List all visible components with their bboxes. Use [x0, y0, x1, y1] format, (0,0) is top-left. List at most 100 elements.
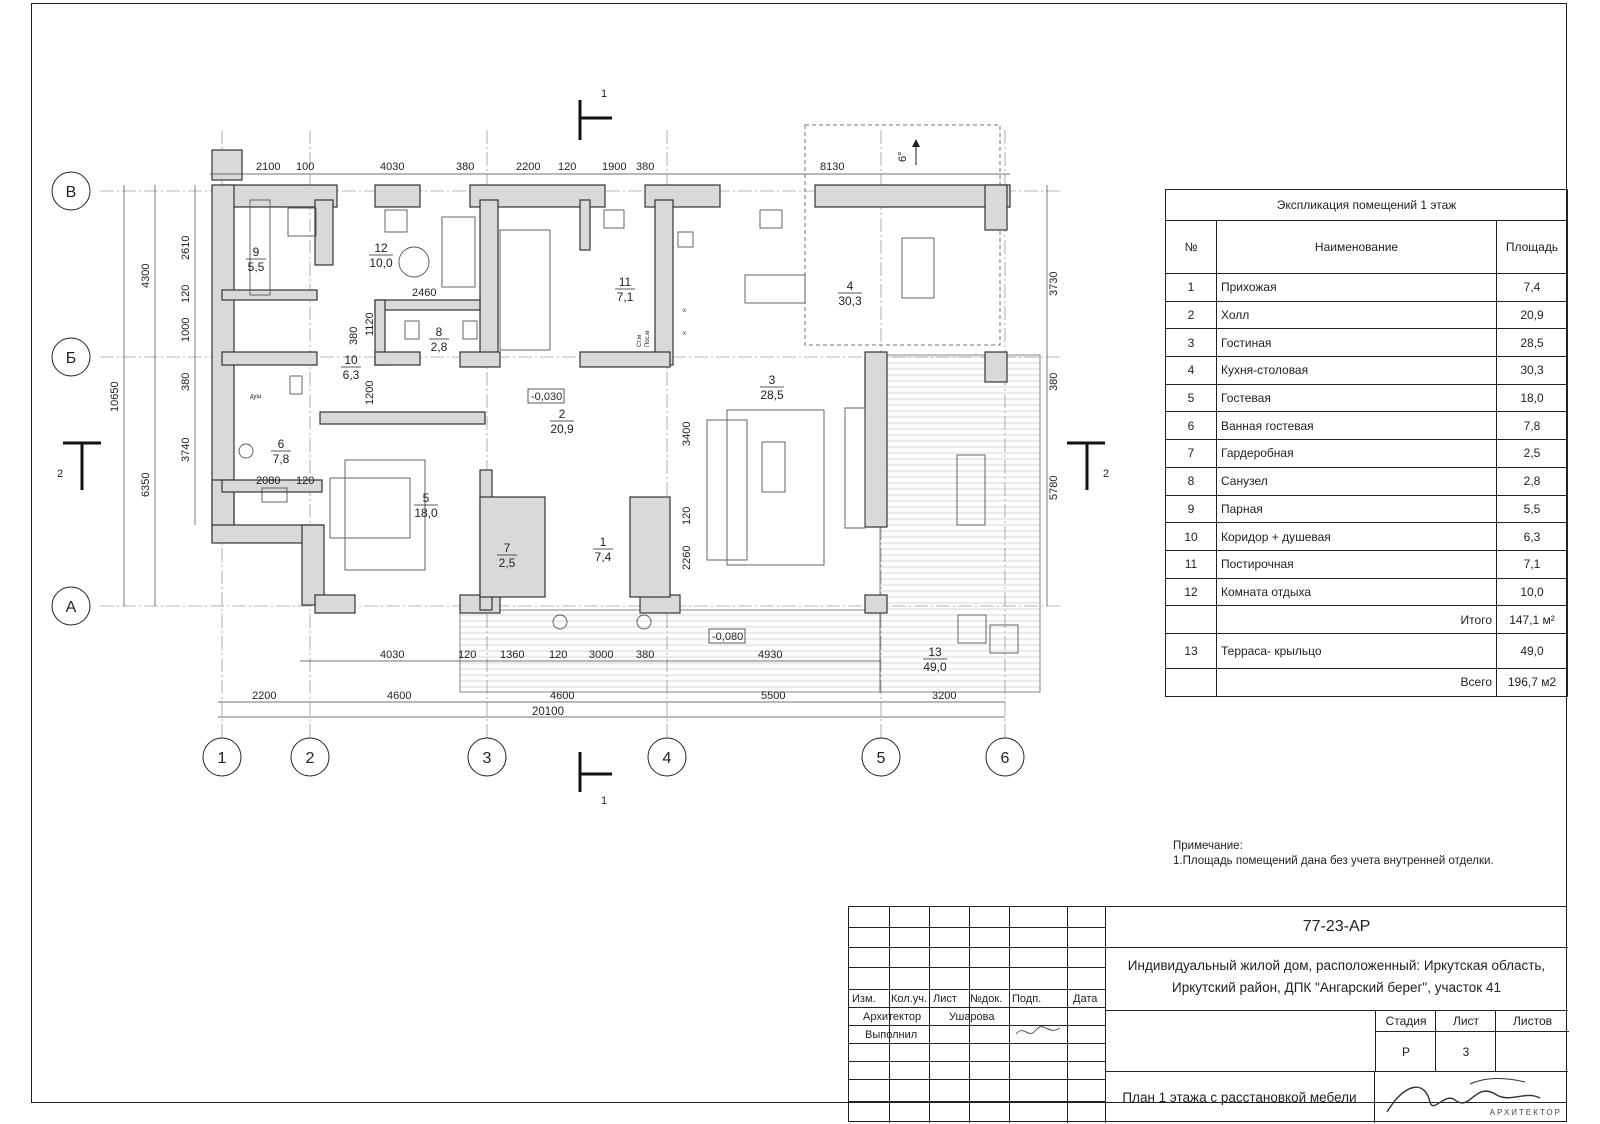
revision-grid: Изм. Кол.уч. Лист №док. Подп. Дата Архит…	[849, 907, 1106, 1123]
svg-text:3: 3	[769, 373, 776, 387]
furniture	[238, 199, 1019, 654]
note-text: 1.Площадь помещений дана без учета внутр…	[1173, 855, 1494, 867]
cell-name: Гостиная	[1216, 328, 1497, 358]
svg-text:120: 120	[549, 649, 567, 661]
cell-n: 6	[1165, 411, 1217, 441]
svg-text:9: 9	[253, 245, 260, 259]
sheet-name: План 1 этажа с расстановкой мебели	[1105, 1071, 1375, 1123]
cell-name: Прихожая	[1216, 273, 1497, 302]
title-block: Изм. Кол.уч. Лист №док. Подп. Дата Архит…	[848, 906, 1569, 1123]
cell-name: Гостевая	[1216, 383, 1497, 413]
cell-name: Ванная гостевая	[1216, 411, 1497, 441]
svg-text:6: 6	[1001, 750, 1010, 767]
cell-area: 2,5	[1496, 439, 1568, 468]
svg-text:1000: 1000	[180, 318, 192, 342]
cell-area: 7,4	[1496, 273, 1568, 302]
cell-area: 20,9	[1496, 300, 1568, 330]
svg-text:18,0: 18,0	[414, 506, 438, 520]
axis-row-b: Б	[51, 337, 91, 377]
room-label-2: 220,9	[550, 407, 574, 436]
svg-text:10650: 10650	[109, 381, 121, 412]
svg-text:2460: 2460	[412, 287, 436, 299]
svg-text:-0,080: -0,080	[712, 631, 743, 643]
hdr-kol: Кол.уч.	[891, 993, 928, 1005]
svg-text:5: 5	[423, 491, 430, 505]
role-architect: Архитектор	[863, 1011, 922, 1023]
svg-text:28,5: 28,5	[760, 388, 784, 402]
svg-text:4030: 4030	[380, 161, 404, 173]
svg-text:12: 12	[374, 241, 388, 255]
hdr-list: Лист	[933, 993, 957, 1005]
svg-text:120: 120	[296, 475, 314, 487]
cell-n: 1	[1165, 273, 1217, 302]
cell-n: 8	[1165, 466, 1217, 496]
svg-text:380: 380	[1048, 373, 1060, 391]
dimension-lines	[123, 173, 1048, 718]
svg-text:-0,030: -0,030	[531, 391, 562, 403]
axis-col-5: 5	[861, 737, 901, 777]
cell-name: Постирочная	[1216, 549, 1497, 579]
section2-label-right: 2	[1103, 468, 1109, 480]
svg-text:49,0: 49,0	[923, 660, 947, 674]
room-explication-table: Экспликация помещений 1 этаж № Наименова…	[1165, 189, 1568, 697]
logo-subtitle: АРХИТЕКТОР	[1489, 1108, 1562, 1117]
cell-area: 7,8	[1496, 411, 1568, 441]
cell-area: 10,0	[1496, 577, 1568, 607]
svg-text:5,5: 5,5	[248, 260, 265, 274]
cell-area: 28,5	[1496, 328, 1568, 358]
svg-text:4600: 4600	[550, 690, 574, 702]
svg-text:3200: 3200	[932, 690, 956, 702]
svg-text:2,8: 2,8	[431, 340, 448, 354]
room-label-9: 95,5	[246, 245, 266, 274]
sheets-cell: Листов	[1495, 1011, 1569, 1071]
cell-name: Парная	[1216, 494, 1497, 524]
cell-area: 7,1	[1496, 549, 1568, 579]
right-dimension-texts: 3730 380 5780	[1048, 272, 1060, 500]
svg-text:душ: душ	[250, 394, 262, 400]
total-row: Итого 147,1 м²	[1165, 605, 1568, 634]
axis-bubbles: В Б А 1 2 3 4 5 6	[51, 171, 1025, 777]
terrace-side	[879, 354, 1041, 693]
svg-text:30,3: 30,3	[838, 294, 862, 308]
left-dimension-texts: 2610 120 1000 380 3740 4300 6350 10650	[109, 236, 192, 497]
svg-text:6: 6	[278, 437, 285, 451]
svg-text:3400: 3400	[681, 422, 693, 446]
svg-text:2,5: 2,5	[499, 556, 516, 570]
axis-col-4: 4	[647, 737, 687, 777]
note-title: Примечание:	[1173, 840, 1243, 852]
cell-name: Холл	[1216, 300, 1497, 330]
stage-value: Р	[1401, 1045, 1410, 1059]
svg-text:5: 5	[877, 750, 886, 767]
svg-text:1360: 1360	[500, 649, 524, 661]
svg-text:120: 120	[458, 649, 476, 661]
cell-area: 2,8	[1496, 466, 1568, 496]
svg-text:13: 13	[928, 645, 942, 659]
inner-dimension-texts: 2460 1120 380 1200 2080 120 3400 120 226…	[256, 287, 693, 570]
svg-text:7,4: 7,4	[595, 550, 612, 564]
table-title: Экспликация помещений 1 этаж	[1165, 189, 1568, 221]
svg-text:3: 3	[483, 750, 492, 767]
sheet-label: Лист	[1436, 1011, 1496, 1032]
cell-n: 3	[1165, 328, 1217, 358]
cell-n: 4	[1165, 356, 1217, 385]
svg-text:100: 100	[296, 161, 314, 173]
cell-n: 9	[1165, 494, 1217, 524]
svg-text:2: 2	[306, 750, 315, 767]
hdr-izm: Изм.	[852, 993, 876, 1005]
room-label-1: 17,4	[593, 535, 613, 564]
axis-col-1: 1	[202, 737, 242, 777]
svg-text:А: А	[66, 599, 77, 616]
walls	[211, 149, 1011, 614]
section-label-top: 1	[601, 88, 607, 100]
room-label-7: 72,5	[497, 541, 517, 570]
svg-text:х: х	[683, 308, 686, 314]
svg-text:20,9: 20,9	[550, 422, 574, 436]
